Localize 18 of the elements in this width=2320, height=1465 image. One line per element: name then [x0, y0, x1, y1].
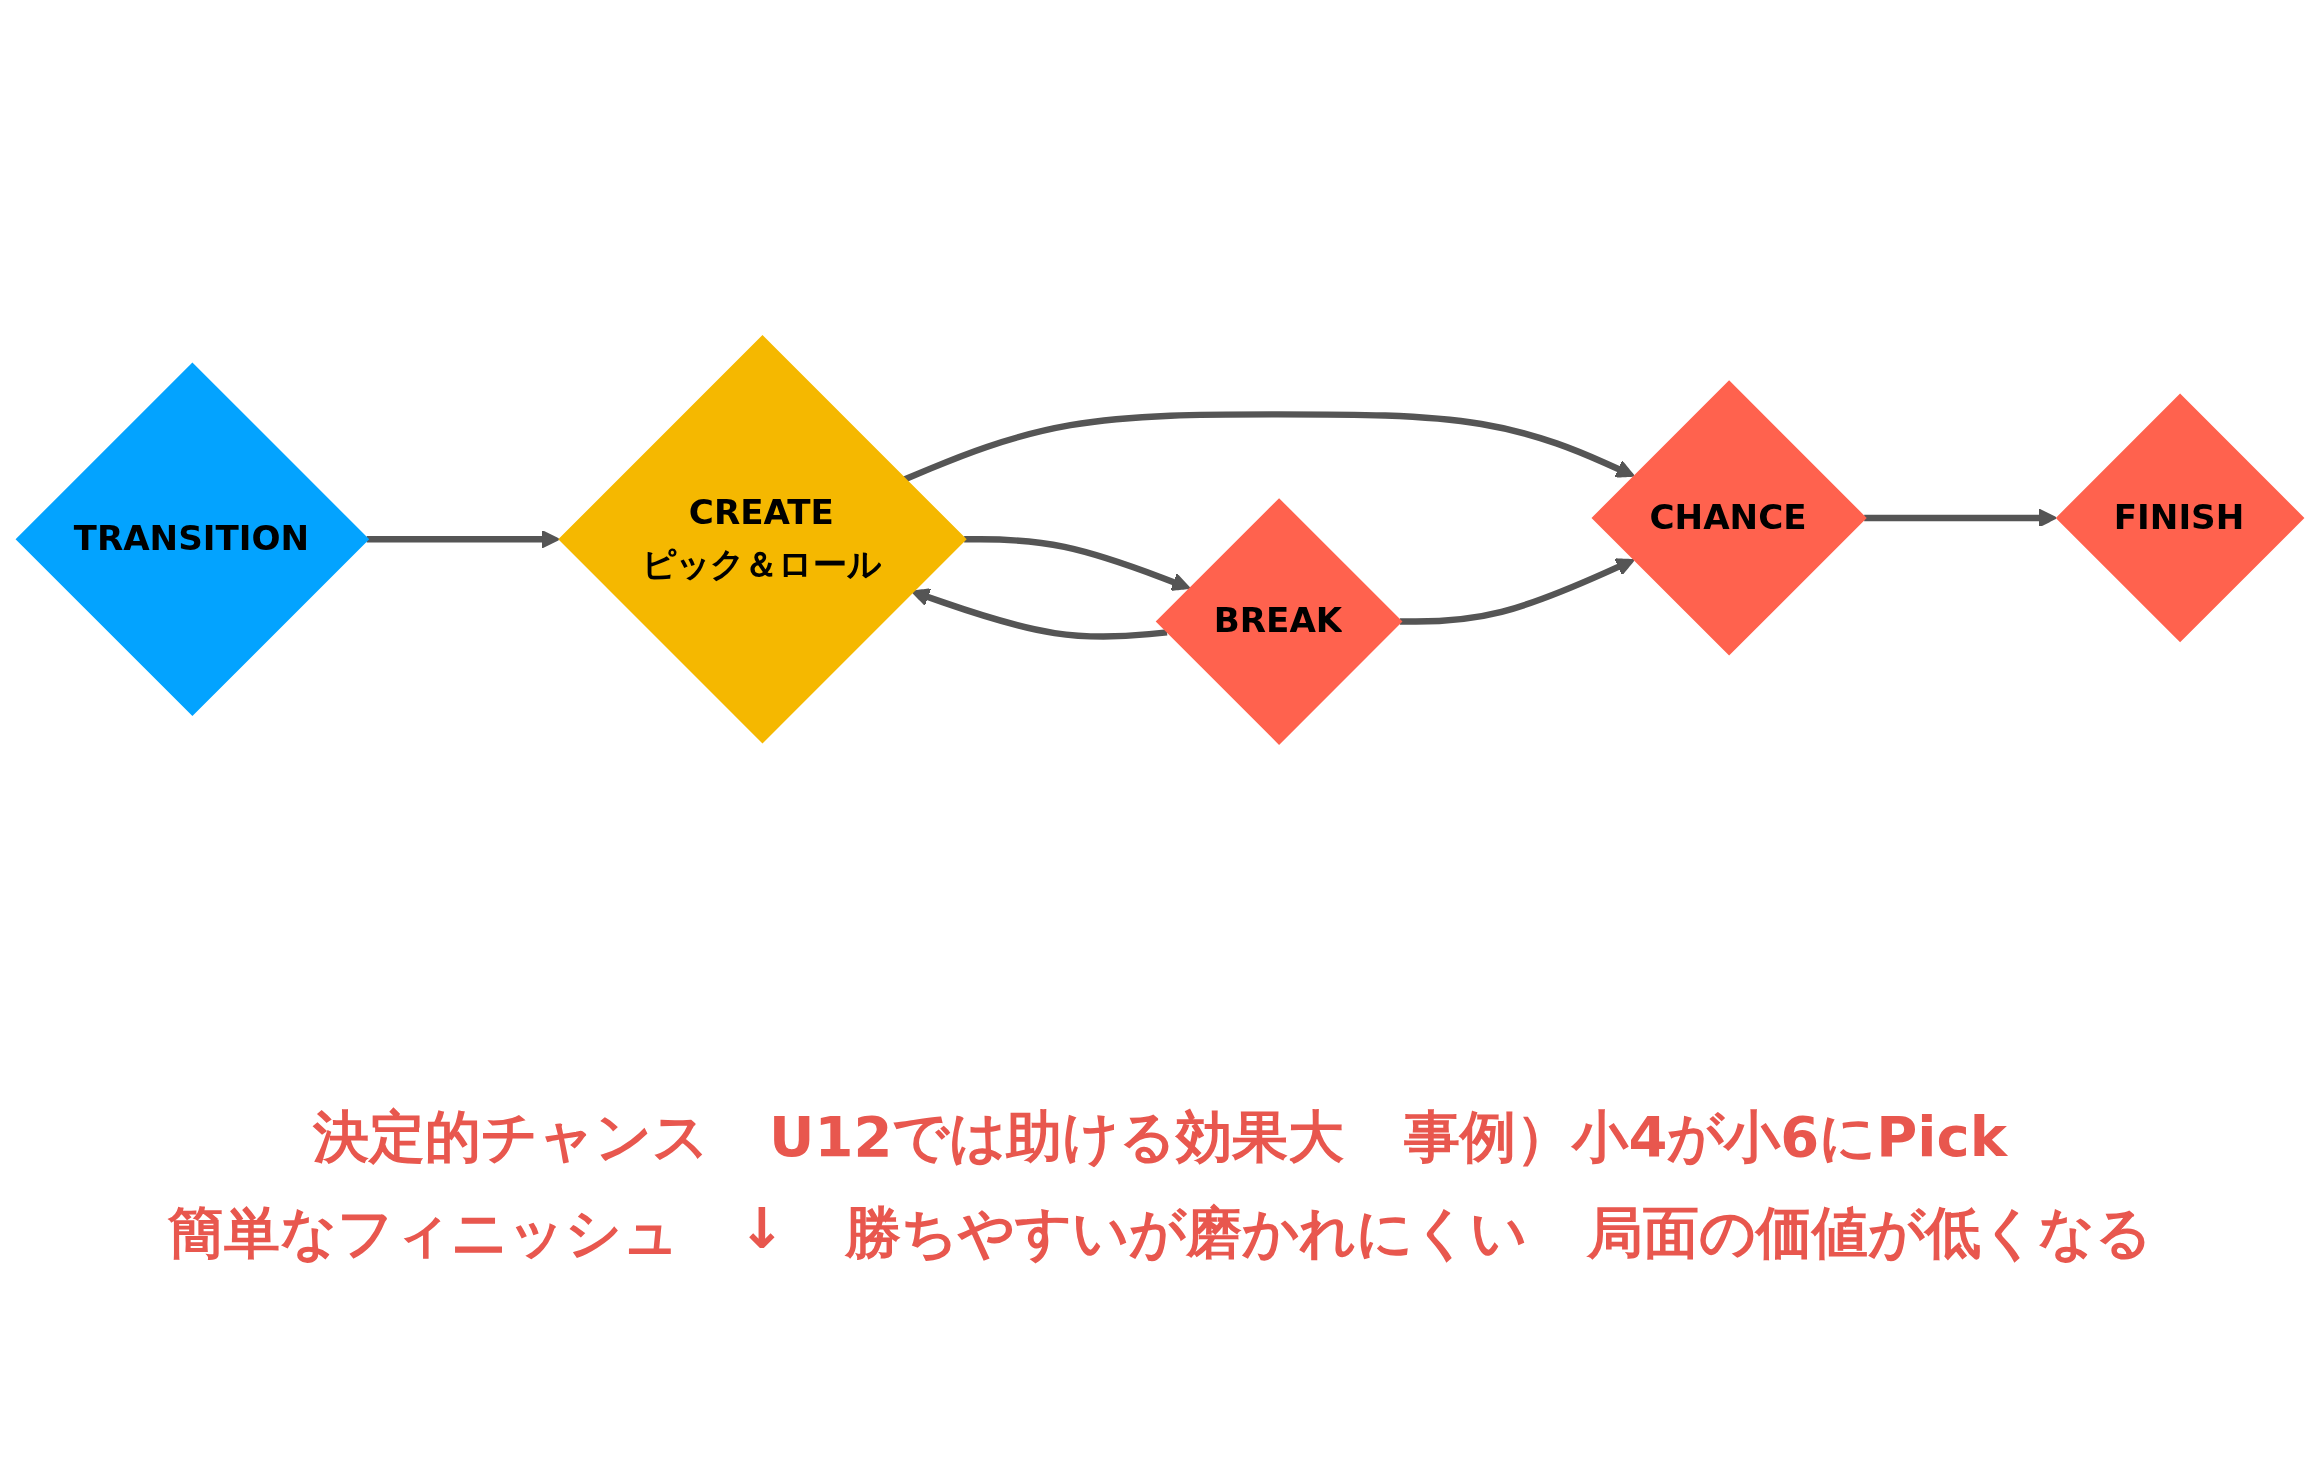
arrow — [964, 536, 1191, 591]
arrow — [903, 411, 1635, 483]
annotation-text: U12では助ける効果大 — [769, 1103, 1345, 1171]
annotation-text: ↓ — [738, 1196, 786, 1263]
annotation-text: 勝ちやすいが磨かれにくい — [845, 1199, 1528, 1267]
node-diamond: CHANCE — [1591, 380, 1867, 656]
arrow — [1399, 558, 1635, 625]
node-diamond: BREAK — [1155, 498, 1403, 745]
annotation-text: 事例）小4が小6にPick — [1404, 1103, 2007, 1171]
node-diamond: TRANSITION — [15, 362, 370, 717]
arrow — [1864, 508, 2058, 528]
arrow — [911, 588, 1168, 640]
annotation-text: 局面の価値が低くなる — [1587, 1199, 2153, 1267]
annotation-text: 簡単なフィニッシュ — [167, 1199, 679, 1267]
arrow — [366, 529, 560, 549]
node-diamond: FINISH — [2055, 393, 2305, 643]
node-diamond: CREATE ピック＆ロール — [558, 335, 967, 744]
annotation-text: 決定的チャンス — [313, 1103, 709, 1171]
